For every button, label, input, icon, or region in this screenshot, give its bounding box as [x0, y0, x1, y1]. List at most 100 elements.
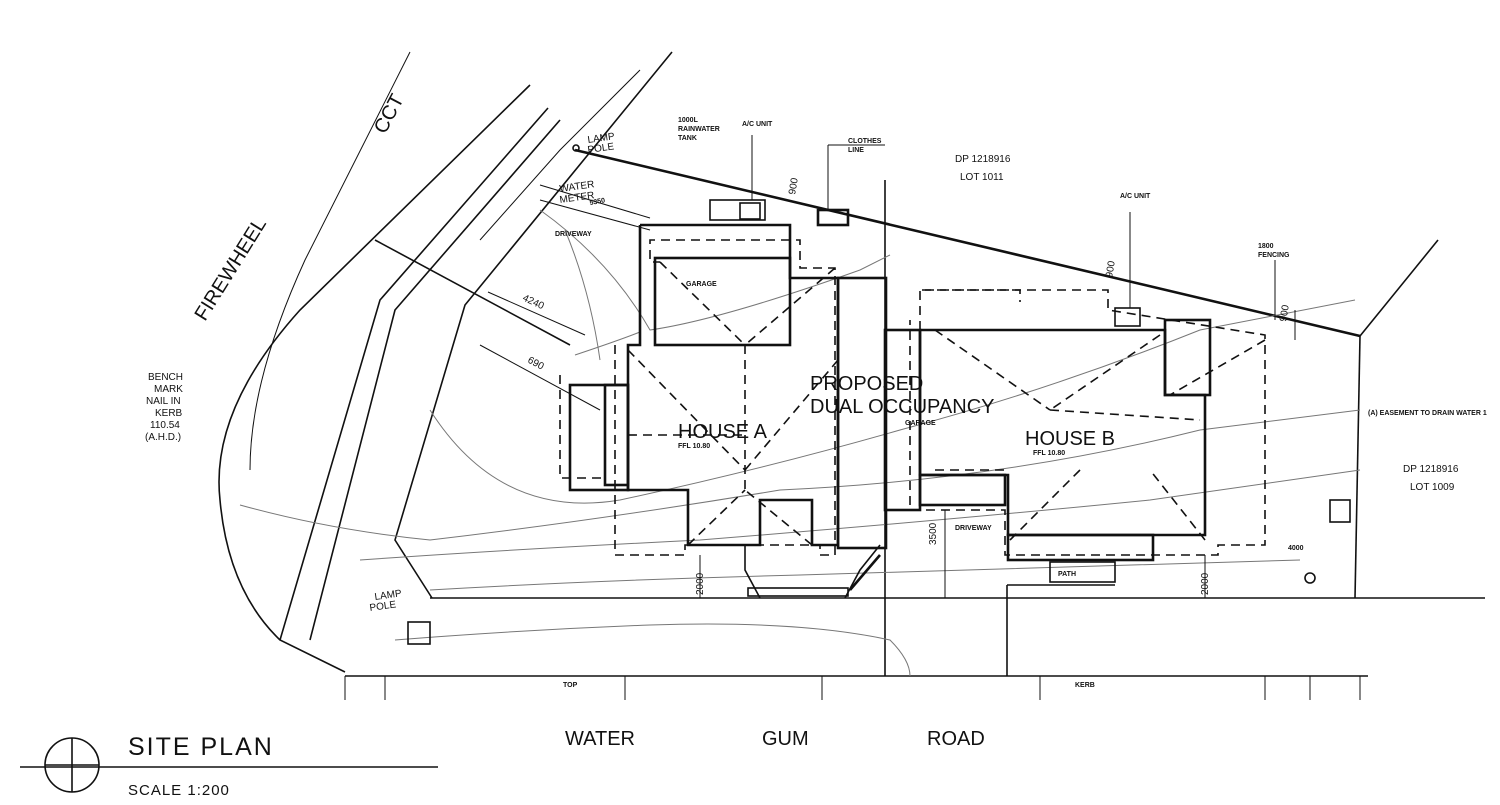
water-meter-line	[539, 184, 651, 219]
dimension-900: 900	[787, 177, 801, 196]
house-a-roof-hip	[627, 349, 746, 471]
rainwater-tank	[709, 199, 766, 221]
firewheel-road-outer-edge	[218, 84, 531, 673]
water-tank-label: RAINWATER	[678, 126, 720, 133]
bench-mark-line: KERB	[155, 408, 183, 419]
water-meter-label: METER	[559, 190, 595, 206]
house-b-roof-hip	[1009, 469, 1081, 541]
lot-1009-dp: DP 1218916	[1403, 464, 1459, 475]
clothes-line-label: CLOTHES	[848, 138, 882, 145]
house-a-roof-hip	[687, 489, 746, 546]
house-b-roof-ridge	[1049, 409, 1201, 421]
house-b-roof-ridge	[1169, 339, 1266, 396]
dimension-2000: 2000	[695, 572, 706, 595]
water-tank-label: TANK	[678, 135, 697, 142]
street-name-gum: GUM	[762, 728, 809, 750]
proposed-label-line1: PROPOSED	[810, 373, 923, 395]
house-a-garage	[653, 256, 792, 347]
ac-b-label: A/C UNIT	[1120, 193, 1151, 200]
clothes-line-label: LINE	[848, 147, 864, 154]
east-boundary	[1354, 335, 1361, 599]
fencing-label: 1800	[1258, 243, 1274, 250]
house-a-ffl: FFL 10.80	[678, 443, 710, 450]
bench-mark-line: NAIL IN	[146, 396, 181, 407]
house-b-front	[1006, 533, 1155, 562]
dimension-3500: 3500	[928, 522, 939, 545]
crossover-hatch	[849, 554, 881, 591]
meter-box	[1329, 499, 1351, 523]
lot-1009-number: LOT 1009	[1410, 482, 1455, 493]
house-b-porch	[883, 328, 922, 512]
bench-mark-line: (A.H.D.)	[145, 432, 181, 443]
dimension-900: 900	[1278, 304, 1292, 323]
house-a-roof-dashed-2	[559, 375, 605, 479]
proposed-label-line2: DUAL OCCUPANCY	[810, 396, 994, 418]
lamp-pole-base	[407, 621, 431, 645]
street-name-water: WATER	[565, 728, 635, 750]
ac-a-label: A/C UNIT	[742, 121, 773, 128]
garage-b-label: GARAGE	[905, 420, 936, 427]
garage-a-label: GARAGE	[686, 281, 717, 288]
house-a-label: HOUSE A	[678, 421, 768, 443]
dimension-2000: 2000	[1200, 572, 1211, 595]
east-boundary-extension	[1359, 239, 1439, 337]
house-a-roof-hip	[659, 261, 746, 346]
water-tank-label: 1000L	[678, 117, 699, 124]
house-b-top-wing-dashed	[919, 289, 1021, 330]
drawing-scale: SCALE 1:200	[128, 782, 230, 799]
boundary-northwest	[394, 51, 673, 599]
house-a-porch	[568, 383, 630, 492]
street-name-road: ROAD	[927, 728, 985, 750]
dim-4240	[487, 291, 586, 336]
house-b-wing	[1163, 318, 1212, 397]
driveway-label-b: DRIVEWAY	[955, 525, 992, 532]
contour-line	[239, 409, 1361, 541]
clothes-line	[816, 208, 850, 227]
house-a-roof-hip	[744, 359, 839, 471]
house-b-garage	[918, 473, 1007, 507]
level-label-top: TOP	[563, 682, 578, 689]
dimension-900: 900	[1104, 260, 1118, 279]
bench-mark-line: 110.54	[150, 420, 180, 431]
west-internal-boundary	[374, 239, 571, 346]
easement-label: (A) EASEMENT TO DRAIN WATER 1	[1368, 410, 1487, 417]
street-name-cct: CCT	[370, 91, 409, 138]
bench-mark-line: MARK	[154, 384, 183, 395]
lamp-pole-label-top: LAMP	[587, 131, 616, 146]
house-b-roof-hip	[1149, 469, 1206, 541]
contour-line	[394, 623, 911, 677]
dim-690	[479, 344, 601, 411]
contour-line	[429, 299, 1356, 504]
driveway-label: DRIVEWAY	[555, 231, 592, 238]
contour-line	[564, 229, 601, 361]
fencing-label: FENCING	[1258, 252, 1290, 259]
house-b-roof-hip	[934, 329, 1051, 411]
lot-1011-dp: DP 1218916	[955, 154, 1011, 165]
lot-1011-number: LOT 1011	[960, 172, 1004, 183]
house-b-roof-dashed	[909, 289, 1266, 556]
ac-unit-a	[739, 202, 761, 220]
ac-unit-b	[1114, 307, 1141, 327]
bench-mark-line: BENCH	[148, 372, 183, 383]
dimension-5350: 5350	[589, 197, 606, 207]
water-meter-line	[539, 199, 651, 231]
dimension-4240: 4240	[521, 293, 546, 313]
lamp-pole-label-bottom: POLE	[369, 599, 397, 614]
firewheel-road-inner-edge	[249, 51, 411, 471]
house-b-label: HOUSE B	[1025, 428, 1115, 450]
contour-line	[359, 469, 1361, 561]
crossover-a	[747, 587, 849, 597]
contour-line	[574, 331, 641, 356]
survey-mark	[1304, 572, 1316, 584]
lamp-pole-label-bottom: LAMP	[374, 588, 403, 603]
dimension-4000: 4000	[1288, 545, 1304, 552]
level-label-kerb: KERB	[1075, 682, 1095, 689]
street-name-firewheel: FIREWHEEL	[191, 214, 271, 325]
boundary-northwest-inner	[479, 69, 641, 241]
house-a-outline	[626, 223, 840, 547]
lamp-pole-label-top: POLE	[587, 141, 615, 156]
house-a-roof-hip	[744, 267, 836, 346]
firewheel-kerb-line	[279, 107, 549, 641]
lamp-pole-top	[572, 144, 580, 152]
